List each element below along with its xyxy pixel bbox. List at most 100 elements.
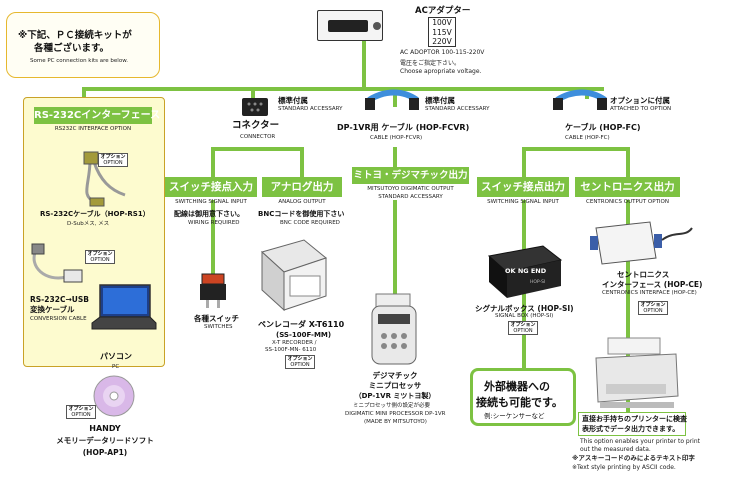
printer-en-2: out the measured data.: [580, 446, 651, 453]
fc-sub: CABLE (HOP-FC): [565, 135, 610, 141]
digimatic-title-2: ミニプロセッサ: [368, 381, 422, 390]
voltage-options: 100V 115V 220V: [428, 17, 456, 47]
analog-header-sub: ANALOG OUTPUT: [278, 199, 326, 205]
printer-jp-2: 表形式でデータ出力できます。: [582, 425, 680, 433]
fcvr-badge: 標準付属: [425, 96, 455, 105]
recorder-sub-2: SS-100F-MN- 6110: [265, 347, 317, 353]
fcvr-badge-sub: STANDARD ACCESSARY: [425, 106, 490, 112]
ac-adapter-image: [317, 10, 383, 41]
drop-digi: [393, 147, 397, 167]
digimatic-note: ミニプロセッサ側の設定が必要: [353, 403, 431, 409]
connector-sub: CONNECTOR: [240, 134, 276, 140]
external-line-2: 接続も可能です。: [476, 396, 563, 409]
external-line-1: 外部機器への: [484, 380, 550, 393]
centronics-title-1: セントロニクス: [617, 270, 670, 279]
centronics-title-2: インターフェース (HOP-CE): [602, 280, 703, 289]
digimatic-title-1: デジマチック: [372, 371, 418, 380]
sw-input-header: スイッチ接点入力: [165, 177, 257, 197]
digimatic-title-3: （DP-1VR ミツトヨ製）: [354, 392, 436, 400]
digimatic-sub-1: DIGIMATIC MINI PROCESSOR DP-1VR: [345, 411, 446, 417]
rs232-cable-title: RS-232Cケーブル（HOP-RS1）: [40, 210, 150, 218]
fcvr-sub: CABLE (HOP-FCVR): [370, 135, 423, 141]
sw-output-header: スイッチ接点出力: [477, 177, 569, 197]
centronics-header: セントロニクス出力: [575, 177, 680, 197]
usb-title-1: RS-232C→USB: [30, 295, 89, 304]
ac-jp-note: 電圧をご指定下さい。: [400, 60, 461, 67]
fc-badge-sub: ATTACHED TO OPTION: [610, 106, 672, 112]
note-box: [6, 12, 160, 78]
digimatic-header-sub-1: MITSUTOYO DIGIMATIC OUTPUT: [367, 186, 454, 192]
sw-output-header-sub: SWITCHING SIGNAL INPUT: [487, 199, 559, 205]
switch-sub: SWITCHES: [204, 324, 233, 330]
switch-image: [200, 273, 226, 308]
recorder-title-1: ペンレコーダ X-T6110: [258, 320, 345, 329]
centronics-header-sub: CENTRONICS OUTPUT OPTION: [586, 199, 669, 205]
connector-badge: 標準付属: [278, 96, 308, 105]
printer-jp-1: 直接お手持ちのプリンターに検査: [582, 415, 687, 423]
analog-note: BNCコードを御使用下さい: [258, 210, 345, 218]
analog-header: アナログ出力: [262, 177, 342, 197]
recorder-title-2: (SS-100F-MM): [276, 331, 332, 339]
voltage-115: 115V: [432, 27, 452, 37]
signal-box-sub: SIGNAL BOX (HOP-SI): [495, 313, 554, 319]
pc-sub: PC: [112, 364, 120, 370]
ac-title: ACアダプター: [415, 6, 471, 16]
usb-sub: CONVERSION CABLE: [30, 316, 87, 322]
printer-note-en: ※Text style printing by ASCII code.: [572, 464, 676, 471]
voltage-100: 100V: [432, 18, 452, 27]
recorder-image: [260, 239, 328, 312]
signal-box-image: [487, 245, 563, 298]
drop-sw-in: [211, 147, 215, 177]
note-title-2: 各種ございます。: [34, 43, 110, 54]
sw-input-note-sub: WIRING REQUIRED: [188, 220, 240, 226]
rs232-header-sub: RS232C INTERFACE OPTION: [54, 126, 132, 132]
software-title-2: メモリーデータリードソフト: [56, 436, 154, 445]
drop-centro: [626, 147, 630, 177]
digimatic-header-sub-2: STANDARD ACCESSARY: [378, 194, 443, 200]
usb-cable-image: [31, 243, 83, 283]
ac-desc: AC ADOPTOR 100-115-220V: [400, 49, 485, 56]
laptop-image: [91, 284, 157, 330]
note-title-1: ※下記、ＰＣ接続キットが: [18, 30, 132, 41]
printer-callout: [578, 412, 686, 436]
printer-note-jp: ※アスキーコードのみによるテキスト印字: [572, 454, 695, 462]
ac-en-note: Choose apropriate voltage.: [400, 68, 482, 75]
external-box: [470, 368, 576, 426]
software-title-1: HANDY: [89, 424, 121, 433]
connector-title: コネクター: [232, 120, 280, 131]
digi-drop: [393, 200, 397, 295]
sw-drop: [211, 200, 215, 280]
cd-image: [93, 375, 135, 417]
printer-image: [595, 337, 679, 408]
connector-image: [242, 98, 268, 116]
drop-connector: [251, 87, 255, 99]
rs232-cable-image: [83, 151, 126, 207]
switch-title: 各種スイッチ: [194, 314, 239, 323]
bus-fc: [522, 147, 630, 151]
fcvr-title: DP-1VR用 ケーブル (HOP-FCVR): [337, 123, 470, 132]
signal-box-title: シグナルボックス (HOP-SI): [475, 304, 574, 313]
drop-fcvr: [393, 87, 397, 107]
recorder-sub-1: X-T RECORDER /: [272, 340, 317, 346]
drop-analog: [300, 147, 304, 177]
fc-badge: オプションに付属: [610, 96, 670, 105]
signal-box-label: OK NG END: [505, 267, 547, 275]
software-title-3: (HOP-AP1): [82, 448, 128, 457]
digimatic-header: ミトヨ・デジマチック出力: [352, 167, 469, 184]
external-line-3: 例:シーケンサーなど: [484, 412, 545, 420]
sw-input-header-sub: SWITCHING SIGNAL INPUT: [175, 199, 247, 205]
fcvr-cable-image: [365, 89, 419, 110]
fc-cable-image: [553, 89, 607, 110]
usb-title-2: 変換ケーブル: [30, 305, 75, 314]
pc-title: パソコン: [100, 352, 132, 361]
printer-en-1: This option enables your printer to prin…: [580, 438, 701, 445]
bus-top: [82, 87, 604, 91]
digimatic-sub-2: (MADE BY MITSUTOYO): [364, 419, 427, 425]
centronics-sub: CENTRONICS INTERFACE (HOP-CE): [602, 290, 697, 296]
